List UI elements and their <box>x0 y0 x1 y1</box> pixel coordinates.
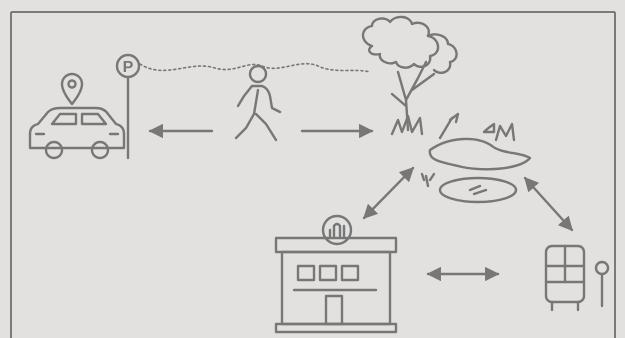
parking-sign-label: P <box>123 59 134 76</box>
